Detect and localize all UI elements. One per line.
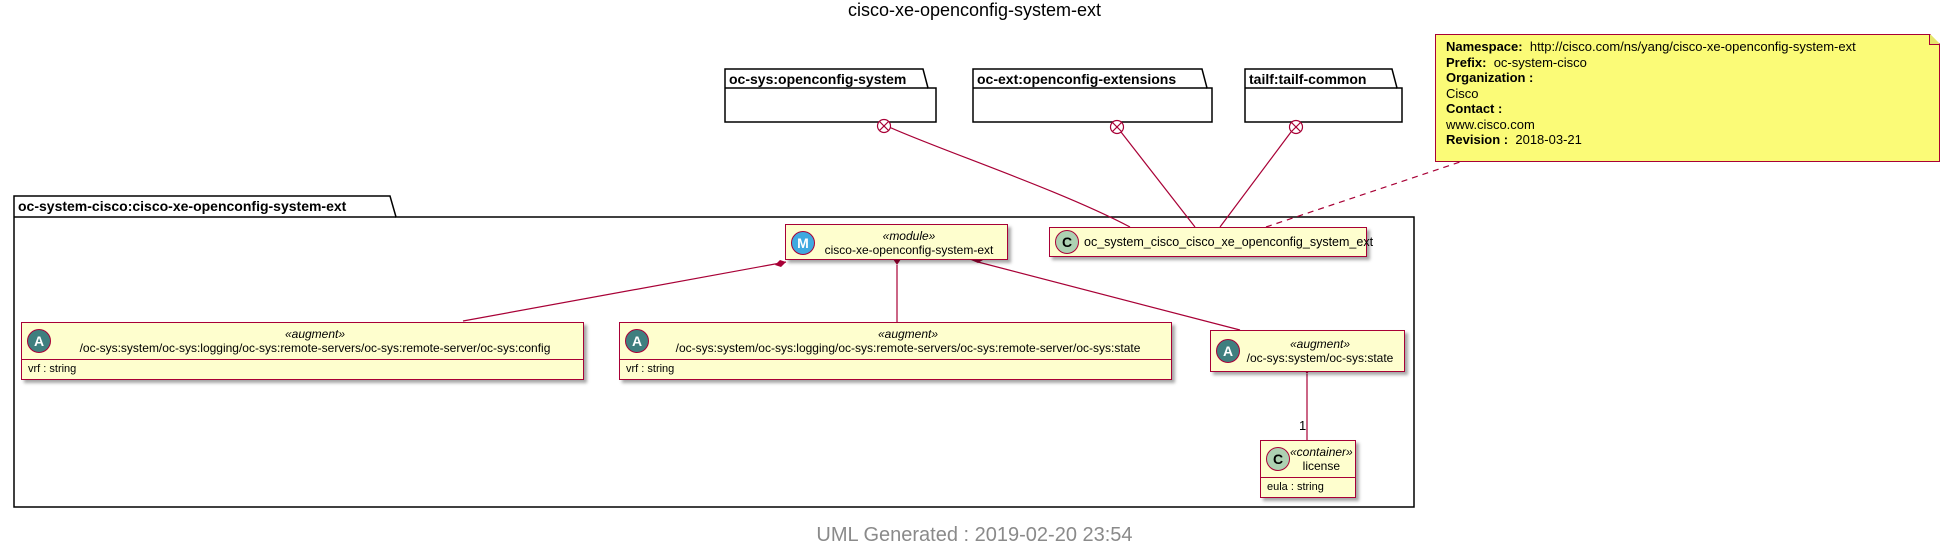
note-fold	[1929, 35, 1939, 45]
augment-icon: A	[625, 329, 649, 353]
class-name: oc_system_cisco_cisco_xe_openconfig_syst…	[1084, 235, 1374, 249]
package-label-oc-ext: oc-ext:openconfig-extensions	[977, 71, 1177, 87]
class-module: M «module» cisco-xe-openconfig-system-ex…	[785, 224, 1008, 260]
class-name: /oc-sys:system/oc-sys:logging/oc-sys:rem…	[675, 341, 1141, 355]
prefix-value: oc-system-cisco	[1493, 54, 1587, 70]
namespace-value: http://cisco.com/ns/yang/cisco-xe-openco…	[1529, 39, 1856, 54]
augment-icon: A	[1216, 339, 1240, 363]
package-tailf	[1244, 68, 1403, 123]
revision-value: 2018-03-21	[1515, 132, 1582, 147]
namespace-label: Namespace:	[1446, 39, 1523, 54]
class-augment-state: A «augment» /oc-sys:system/oc-sys:loggin…	[619, 322, 1172, 380]
prefix-label: Prefix:	[1446, 54, 1487, 70]
package-label-main: oc-system-cisco:cisco-xe-openconfig-syst…	[18, 198, 347, 214]
diagram-title: cisco-xe-openconfig-system-ext	[847, 0, 1102, 20]
class-attribute: vrf : string	[620, 359, 1171, 378]
package-oc-ext	[972, 68, 1213, 123]
class-name: license	[1302, 459, 1341, 473]
module-info-note: Namespace: http://cisco.com/ns/yang/cisc…	[1435, 34, 1940, 162]
augment-icon: A	[27, 329, 51, 353]
class-stereotype: «container»	[1290, 445, 1353, 459]
nest-links	[876, 118, 1304, 228]
class-augment-system-state: A «augment» /oc-sys:system/oc-sys:state	[1210, 330, 1405, 372]
class-icon: C	[1266, 447, 1290, 471]
class-name: /oc-sys:system/oc-sys:logging/oc-sys:rem…	[79, 341, 551, 355]
class-stereotype: «augment»	[284, 327, 346, 341]
contact-value: www.cisco.com	[1446, 116, 1535, 132]
package-oc-sys	[724, 68, 937, 123]
composition-links	[462, 261, 1308, 440]
class-oc-system-cisco: C oc_system_cisco_cisco_xe_openconfig_sy…	[1049, 227, 1373, 257]
class-stereotype: «augment»	[877, 327, 939, 341]
class-stereotype: «augment»	[1289, 337, 1351, 351]
class-attribute: vrf : string	[22, 359, 583, 378]
contact-label: Contact :	[1446, 101, 1503, 116]
note-link	[1265, 161, 1461, 228]
class-license: C «container» license eula : string	[1260, 440, 1356, 498]
package-label-oc-sys: oc-sys:openconfig-system	[729, 71, 907, 87]
class-augment-config: A «augment» /oc-sys:system/oc-sys:loggin…	[21, 322, 584, 380]
package-label-tailf: tailf:tailf-common	[1249, 71, 1367, 87]
class-stereotype: «module»	[882, 229, 936, 243]
organization-value: Cisco	[1446, 85, 1479, 101]
class-name: /oc-sys:system/oc-sys:state	[1246, 351, 1394, 365]
organization-label: Organization :	[1446, 70, 1534, 85]
revision-label: Revision :	[1446, 132, 1509, 147]
multiplicity-label: 1	[1299, 418, 1307, 433]
generated-footer: UML Generated : 2019-02-20 23:54	[816, 524, 1133, 546]
class-icon: C	[1055, 230, 1079, 254]
class-name: cisco-xe-openconfig-system-ext	[824, 243, 994, 257]
module-icon: M	[791, 231, 815, 255]
class-attribute: eula : string	[1261, 477, 1355, 496]
